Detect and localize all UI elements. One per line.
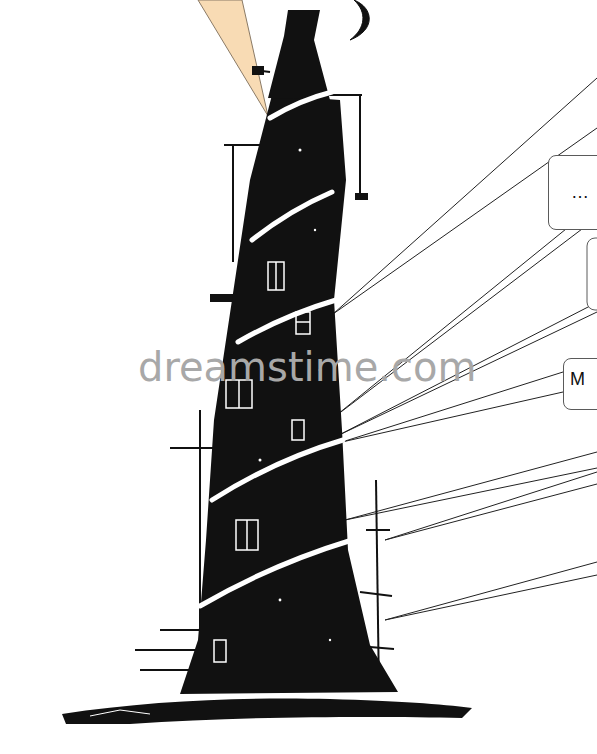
watermark: dreamstime.com bbox=[138, 344, 476, 390]
tower-top bbox=[268, 10, 330, 100]
callout-box: … bbox=[548, 155, 597, 230]
hanging-block bbox=[210, 294, 234, 302]
windows bbox=[214, 262, 310, 662]
callout-text: … bbox=[571, 182, 597, 204]
callout-text: M bbox=[570, 369, 597, 391]
hanging-block bbox=[355, 193, 368, 200]
crescent-moon bbox=[350, 0, 369, 40]
ground bbox=[62, 698, 472, 724]
wall-speckles bbox=[259, 149, 332, 642]
callout-box: M bbox=[563, 358, 597, 410]
empty-callout bbox=[587, 238, 597, 310]
hanging-block bbox=[252, 66, 264, 75]
tower-body bbox=[180, 95, 398, 694]
ground-crack bbox=[90, 710, 150, 716]
speech-tail bbox=[198, 0, 268, 116]
